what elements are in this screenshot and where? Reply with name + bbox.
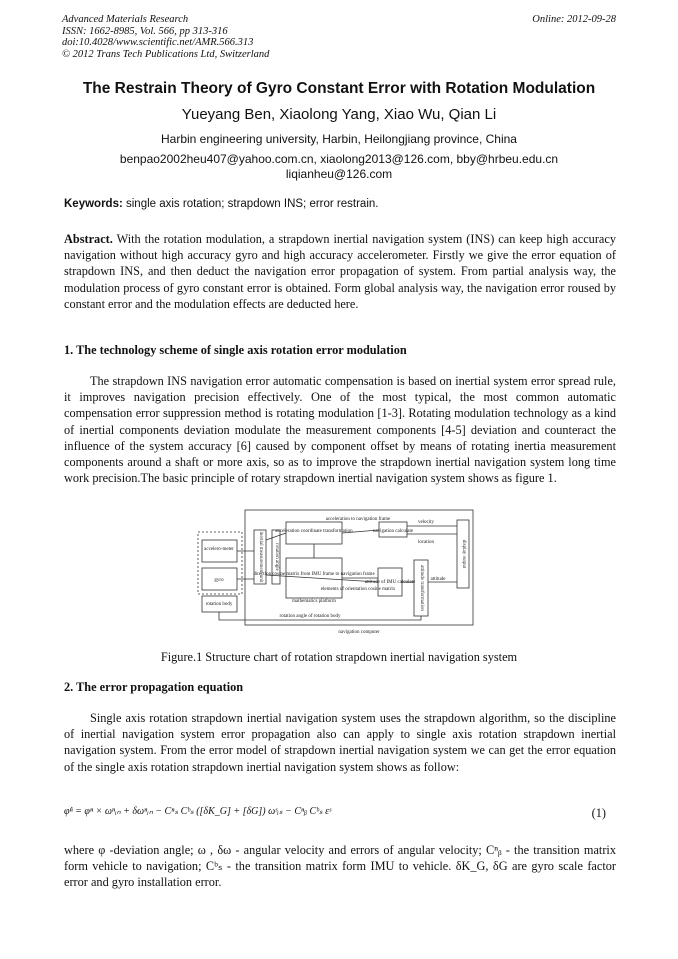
rotation-angle-box [271, 529, 281, 585]
equation-1: φ̇ⁿ = φⁿ × ωⁿᵢₙ + δωⁿᵢₙ − Cⁿₛ Cᵇₛ ([δK_G… [64, 806, 616, 824]
equation-1-number: (1) [591, 806, 606, 820]
line-imu-acctf [265, 532, 287, 541]
nav-calc-label: navigation calculate [373, 529, 414, 534]
acc-transform-label: acceleration coordinate transformation [275, 529, 353, 534]
abstract-text: With the rotation modulation, a strapdow… [64, 232, 616, 311]
copyright: © 2012 Trans Tech Publications Ltd, Swit… [62, 48, 270, 60]
keywords: Keywords: single axis rotation; strapdow… [64, 198, 616, 210]
nav-computer-label: navigation computer [338, 630, 380, 635]
abstract-label: Abstract. [64, 232, 113, 246]
velocity-label: velocity [418, 520, 435, 525]
attitude-label: attitude [431, 577, 447, 582]
display-output-label: display output [461, 540, 466, 569]
figure-1-caption: Figure.1 Structure chart of rotation str… [160, 650, 518, 664]
attitude-calc-label: attitude of IMU calculate [365, 580, 416, 585]
nav-calc-box [378, 521, 408, 538]
elements-orientation-label: elements of orientation cosine matrix [321, 587, 396, 592]
line-acctf-navcalc [341, 529, 380, 534]
authors: Yueyang Ben, Xiaolong Yang, Xiao Wu, Qia… [181, 106, 497, 123]
equation-1-body: φ̇ⁿ = φⁿ × ωⁿᵢₙ + δωⁿᵢₙ − Cⁿₛ Cᵇₛ ([δK_G… [64, 806, 332, 817]
keywords-text: single axis rotation; strapdown INS; err… [122, 198, 379, 210]
imu-box [253, 529, 267, 585]
display-output-box [456, 519, 470, 589]
section-2-paragraph: Single axis rotation strapdown inertial … [64, 711, 616, 774]
line-imu-attcalc [265, 574, 379, 583]
imu-frame [197, 531, 243, 595]
affiliation: Harbin engineering university, Harbin, H… [161, 132, 517, 146]
nav-computer-box [244, 509, 474, 626]
journal-name: Advanced Materials Research [62, 14, 189, 25]
direction-cosine-label: direction cosine matrix from IMU frame t… [253, 572, 375, 577]
paper-title: The Restrain Theory of Gyro Constant Err… [82, 80, 596, 97]
rotation-body-label: rotation body [206, 602, 233, 607]
issn: ISSN: 1662-8985, Vol. 566, pp 313-316 [62, 25, 228, 37]
keywords-label: Keywords: [64, 198, 123, 210]
rotation-body-box [201, 595, 238, 613]
abstract: Abstract. With the rotation modulation, … [64, 231, 616, 312]
location-label: location [418, 540, 435, 545]
imu-label: inertial measurement unit [258, 531, 263, 583]
section-1-paragraph: The strapdown INS navigation error autom… [64, 374, 616, 486]
where-paragraph: where φ -deviation angle; ω , δω - angul… [64, 843, 616, 890]
journal-header: Advanced Materials Research ISSN: 1662-8… [62, 14, 616, 60]
attitude-transform-label: attitude transformation [419, 565, 424, 611]
emails-line-2: liqianheu@126.com [285, 167, 393, 181]
line-rotation-feedback [218, 612, 422, 621]
rotation-angle-label: rotation angle [274, 543, 279, 571]
section-2-heading: 2. The error propagation equation [64, 680, 244, 694]
section-1-heading: 1. The technology scheme of single axis … [64, 343, 407, 357]
gyro-label: gyro [214, 578, 224, 583]
math-platform-label: mathematics platform [292, 599, 336, 604]
emails-line-1: benpao2002heu407@yahoo.com.cn, xiaolong2… [119, 152, 559, 166]
emails: benpao2002heu407@yahoo.com.cn, xiaolong2… [40, 152, 638, 182]
online-date: Online: 2012-09-28 [532, 14, 616, 25]
rotation-angle-body-label: rotation angle of rotation body [279, 614, 341, 619]
nav-frame-acc-label: acceleration to navigation frame [326, 517, 391, 522]
doi: doi:10.4028/www.scientific.net/AMR.566.3… [62, 37, 254, 48]
accelerometer-label: accelero-meter [204, 547, 234, 552]
